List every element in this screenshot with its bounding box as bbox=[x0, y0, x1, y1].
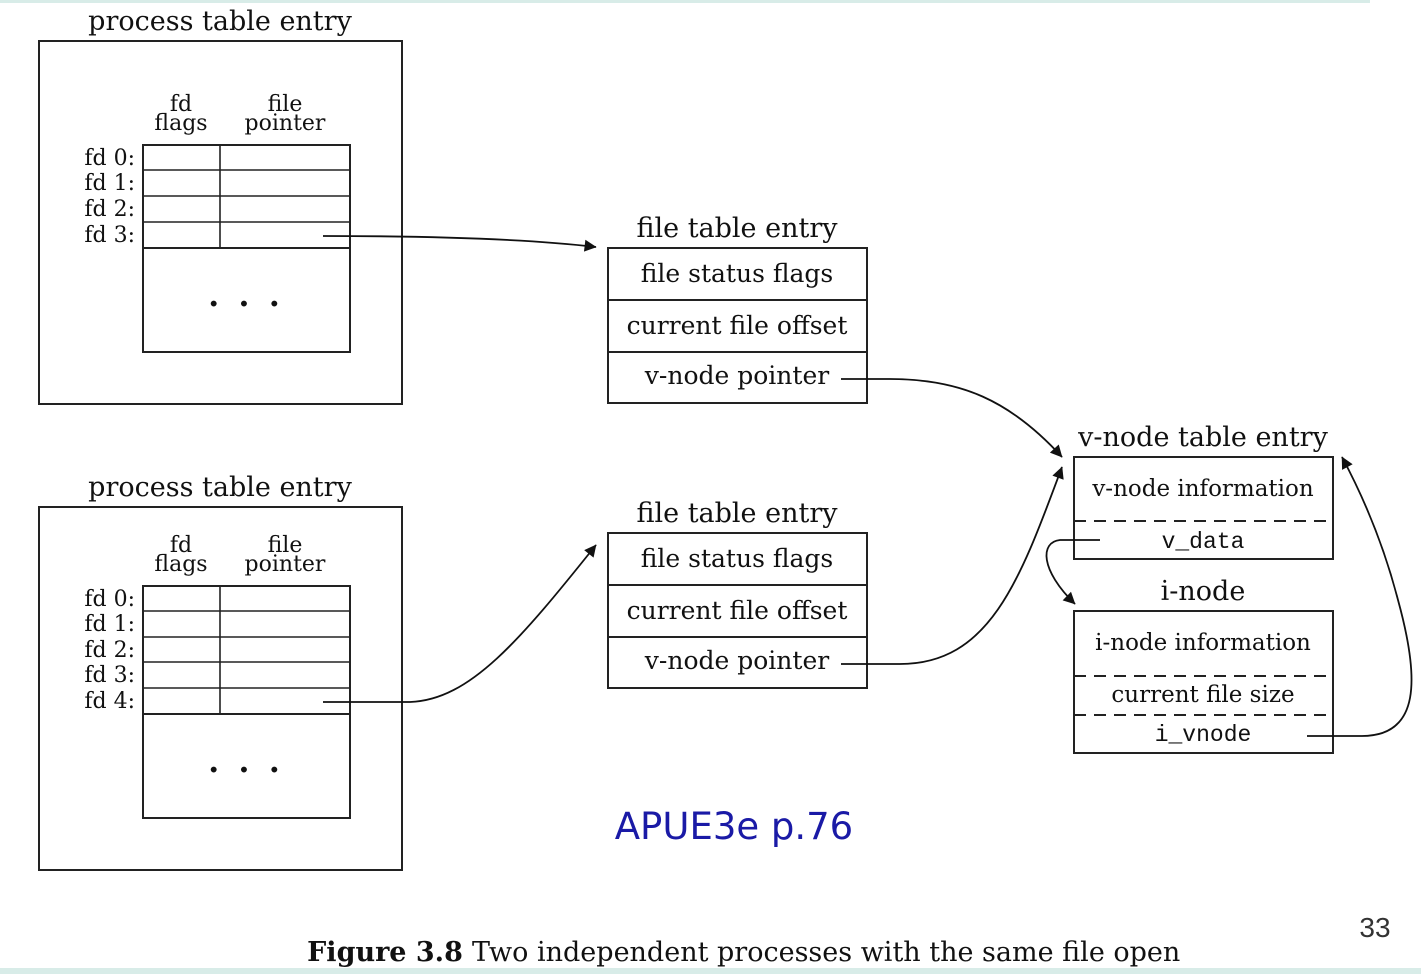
v-node-table-entry: v-node table entry v-node information v_… bbox=[1073, 422, 1334, 560]
current-file-offset: current file offset bbox=[627, 596, 848, 625]
process-table-2: process table entry fd flags file pointe… bbox=[38, 472, 403, 871]
page-number: 33 bbox=[1359, 912, 1390, 943]
file-table-1-title: file table entry bbox=[636, 213, 838, 244]
top-accent-bar bbox=[0, 0, 1370, 3]
arrow-v-data-to-i-node bbox=[1045, 539, 1100, 605]
fd-label: fd 3: bbox=[84, 223, 135, 248]
file-pointer-header-line1: file bbox=[268, 92, 303, 117]
file-table-entry-2: file table entry file status flags curre… bbox=[607, 498, 868, 689]
arrow-fd3-to-file-table-1 bbox=[322, 235, 597, 252]
current-file-size: current file size bbox=[1111, 682, 1294, 708]
file-table-2-title: file table entry bbox=[636, 498, 838, 529]
i-node-frame bbox=[1073, 610, 1334, 754]
arrow-vnode-pointer-2-to-vnode bbox=[841, 466, 1064, 665]
fd-flags-header-line1: fd bbox=[170, 92, 192, 117]
process-table-2-frame bbox=[38, 506, 403, 871]
file-pointer-header-line2: pointer bbox=[245, 111, 326, 136]
process-table-1-title: process table entry bbox=[88, 6, 352, 37]
file-table-2-frame bbox=[607, 532, 868, 689]
v-node-information: v-node information bbox=[1091, 476, 1314, 502]
file-pointer-header-line1: file bbox=[268, 533, 303, 558]
i-vnode-field: i_vnode bbox=[1155, 722, 1252, 748]
process-table-1-frame bbox=[38, 40, 403, 405]
v-node-title: v-node table entry bbox=[1077, 422, 1328, 453]
file-status-flags: file status flags bbox=[641, 544, 834, 573]
v-node-pointer: v-node pointer bbox=[644, 646, 829, 675]
fd-flags-header-line2: flags bbox=[154, 111, 207, 136]
file-status-flags: file status flags bbox=[641, 259, 834, 288]
bottom-accent-bar bbox=[0, 968, 1421, 974]
fd-flags-header-line1: fd bbox=[170, 533, 192, 558]
fd-label: fd 3: bbox=[84, 663, 135, 688]
i-node-information: i-node information bbox=[1095, 630, 1311, 656]
process-table-2-title: process table entry bbox=[88, 472, 352, 503]
fd-label: fd 1: bbox=[84, 171, 135, 196]
figure-caption: Two independent processes with the same … bbox=[472, 937, 1180, 968]
file-table-entry-1: file table entry file status flags curre… bbox=[607, 213, 868, 404]
fd-label: fd 2: bbox=[84, 638, 135, 663]
arrow-i-vnode-to-vnode bbox=[1307, 456, 1413, 737]
current-file-offset: current file offset bbox=[627, 311, 848, 340]
fd-flags-header-line2: flags bbox=[154, 552, 207, 577]
i-node-title: i-node bbox=[1161, 576, 1246, 607]
file-table-1-frame bbox=[607, 247, 868, 404]
book-reference: APUE3e p.76 bbox=[615, 805, 853, 848]
i-node: i-node i-node information current file s… bbox=[1073, 576, 1334, 754]
fd-label: fd 1: bbox=[84, 612, 135, 637]
file-pointer-header-line2: pointer bbox=[245, 552, 326, 577]
figure-label: Figure 3.8 bbox=[307, 937, 463, 968]
process-table-1: process table entry fd flags file pointe… bbox=[38, 6, 403, 405]
fd-label: fd 2: bbox=[84, 197, 135, 222]
arrow-vnode-pointer-1-to-vnode bbox=[841, 378, 1063, 458]
fd-label: fd 0: bbox=[84, 146, 135, 171]
v-data-field: v_data bbox=[1162, 529, 1245, 555]
fd-label: fd 4: bbox=[84, 689, 135, 714]
ellipsis: . . . bbox=[208, 276, 284, 314]
ellipsis: . . . bbox=[208, 742, 284, 780]
arrow-fd4-to-file-table-2 bbox=[323, 544, 597, 703]
fd-label: fd 0: bbox=[84, 587, 135, 612]
fd-table-2 bbox=[142, 585, 351, 819]
v-node-pointer: v-node pointer bbox=[644, 361, 829, 390]
v-node-frame bbox=[1073, 456, 1334, 560]
